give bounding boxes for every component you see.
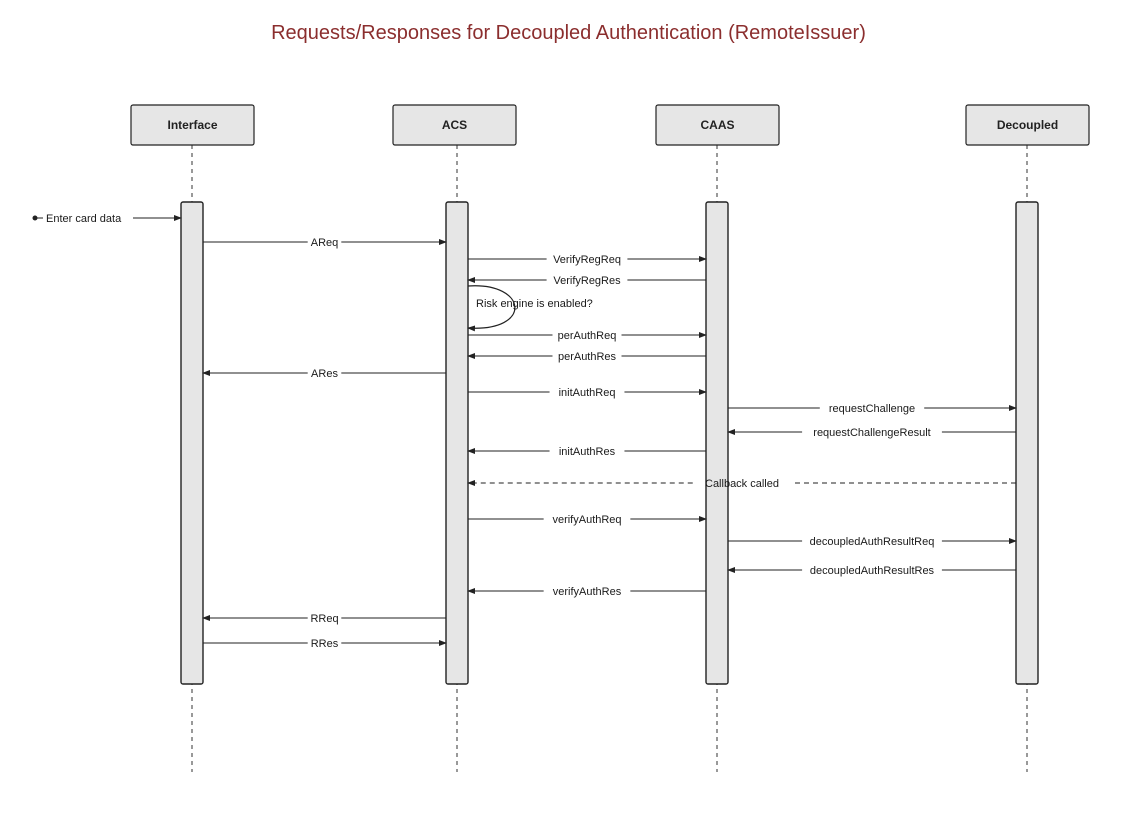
- message-label-1: VerifyRegReq: [553, 254, 621, 266]
- participant-box-decoupled: [965, 104, 1090, 146]
- message-label-10: Callback called: [705, 478, 779, 490]
- participant-label-caas: CAAS: [700, 118, 734, 132]
- message-label-0: AReq: [311, 237, 339, 249]
- activation-bar-interface: [180, 201, 204, 685]
- message-label-7: requestChallenge: [829, 403, 915, 415]
- message-label-5: ARes: [311, 368, 338, 380]
- activation-bar-caas: [705, 201, 729, 685]
- participant-label-decoupled: Decoupled: [997, 118, 1058, 132]
- message-label-2: VerifyRegRes: [553, 275, 621, 287]
- entry-label: Enter card data: [46, 213, 122, 225]
- activation-bar-decoupled: [1015, 201, 1039, 685]
- message-label-16: RRes: [311, 638, 339, 650]
- self-loop-arrow: [467, 285, 516, 332]
- self-loop-label: Risk engine is enabled?: [476, 298, 593, 310]
- participant-label-acs: ACS: [442, 118, 467, 132]
- message-label-11: verifyAuthReq: [552, 514, 621, 526]
- participant-box-acs: [392, 104, 517, 146]
- message-label-8: requestChallengeResult: [813, 427, 930, 439]
- participant-box-interface: [130, 104, 255, 146]
- message-label-9: initAuthRes: [559, 446, 616, 458]
- participant-label-interface: Interface: [167, 118, 217, 132]
- message-label-3: perAuthReq: [558, 330, 617, 342]
- message-label-12: decoupledAuthResultReq: [810, 536, 935, 548]
- activation-bar-acs: [445, 201, 469, 685]
- diagram-title: Requests/Responses for Decoupled Authent…: [271, 22, 866, 44]
- message-label-15: RReq: [310, 613, 338, 625]
- participant-box-caas: [655, 104, 780, 146]
- message-label-6: initAuthReq: [559, 387, 616, 399]
- message-label-14: verifyAuthRes: [553, 586, 622, 598]
- message-label-13: decoupledAuthResultRes: [810, 565, 935, 577]
- entry-start-dot: [32, 215, 38, 221]
- message-label-4: perAuthRes: [558, 351, 617, 363]
